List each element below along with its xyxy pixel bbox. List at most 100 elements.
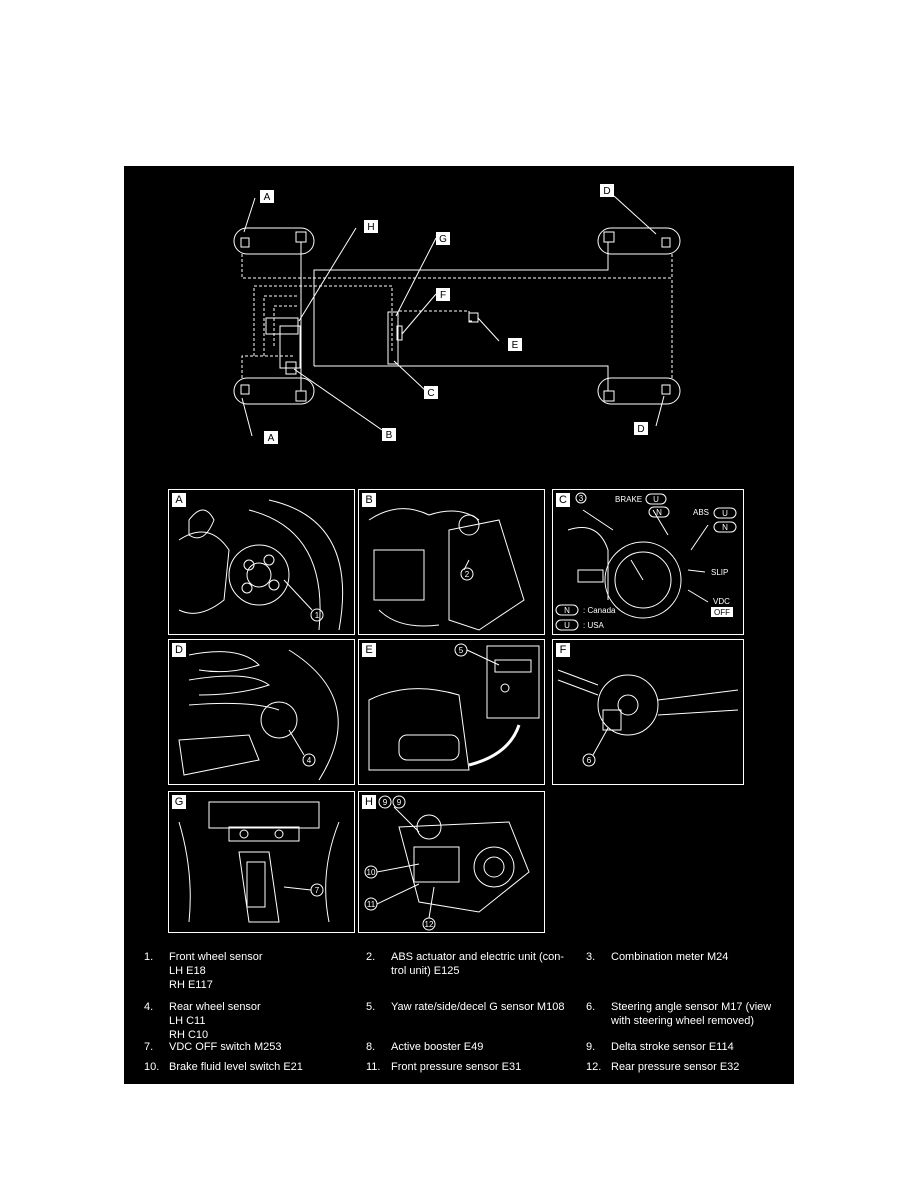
legend-number: 2. bbox=[366, 951, 376, 963]
callout-9b: 9 bbox=[397, 798, 402, 807]
callout-6: 6 bbox=[587, 756, 592, 765]
callout-9a: 9 bbox=[383, 798, 388, 807]
vehicle-layout-diagram: A A B C D D E F G H bbox=[233, 184, 681, 444]
meter-vdc-label: VDC bbox=[713, 597, 730, 606]
meter-abs-label: ABS bbox=[693, 508, 709, 517]
photo-g-illustration: 7 bbox=[178, 801, 340, 923]
location-label-d: D bbox=[637, 424, 644, 435]
legend-number: 1. bbox=[144, 951, 154, 963]
photo-tag-e: E bbox=[362, 643, 376, 657]
legend-text: Front pressure sensor E31 bbox=[391, 1061, 522, 1073]
legend-n-badge: N bbox=[564, 606, 570, 615]
location-label-b: B bbox=[386, 430, 393, 441]
photo-tag-f: F bbox=[556, 643, 570, 657]
callout-4: 4 bbox=[307, 756, 312, 765]
legend-number: 9. bbox=[586, 1041, 596, 1053]
photo-c-illustration: 3 BRAKE U N ABS U N SLIP VDC OFF N : Can… bbox=[555, 492, 737, 631]
legend-text: Combination meter M24 bbox=[611, 951, 729, 963]
location-label-e: E bbox=[512, 340, 519, 351]
legend-number: 10. bbox=[144, 1061, 160, 1073]
photo-d-rear-wheel-sensor: 4 D bbox=[168, 639, 355, 785]
photo-b-illustration: 2 bbox=[368, 508, 525, 631]
callout-3: 3 bbox=[579, 494, 584, 503]
photo-e-yaw-rate-sensor: 5 E bbox=[358, 639, 545, 785]
legend-text: Rear pressure sensor E32 bbox=[611, 1061, 740, 1073]
legend-text: Front wheel sensor LH E18 RH E117 bbox=[169, 951, 263, 991]
meter-abs-n-badge: N bbox=[722, 523, 728, 532]
legend-u-badge: U bbox=[564, 621, 570, 630]
callout-5: 5 bbox=[459, 646, 464, 655]
legend-number: 6. bbox=[586, 1001, 596, 1013]
location-label-box-c-3 bbox=[424, 386, 438, 399]
photo-h-active-booster: 9 9 10 11 12 H bbox=[358, 791, 545, 933]
legend-number: 3. bbox=[586, 951, 596, 963]
photo-d-illustration: 4 bbox=[178, 649, 339, 781]
location-label-box-a-1 bbox=[264, 431, 278, 444]
callout-7: 7 bbox=[315, 886, 320, 895]
photo-e-illustration: 5 bbox=[368, 643, 540, 771]
location-label-g: G bbox=[439, 234, 447, 245]
meter-slip-label: SLIP bbox=[711, 568, 728, 577]
location-label-a: A bbox=[264, 192, 271, 203]
location-label-c: C bbox=[427, 388, 434, 399]
location-label-box-d-5 bbox=[634, 422, 648, 435]
wheel-rear-right bbox=[597, 377, 681, 405]
component-location-panel: A A B C D D E F G H 1 A bbox=[124, 166, 794, 1084]
legend-text: Brake fluid level switch E21 bbox=[169, 1061, 303, 1073]
legend-number: 5. bbox=[366, 1001, 376, 1013]
legend-text: Rear wheel sensor LH C11 RH C10 bbox=[169, 1001, 261, 1041]
meter-brake-n-badge: N bbox=[656, 508, 662, 517]
location-label-a: A bbox=[268, 433, 275, 444]
legend-text: ABS actuator and electric unit (con- tro… bbox=[391, 951, 565, 977]
legend-text: Delta stroke sensor E114 bbox=[611, 1041, 734, 1053]
legend-text: Active booster E49 bbox=[391, 1041, 484, 1053]
legend-text: Yaw rate/side/decel G sensor M108 bbox=[391, 1001, 565, 1013]
callout-1: 1 bbox=[315, 611, 320, 620]
location-label-box-a-0 bbox=[260, 190, 274, 203]
legend-number: 4. bbox=[144, 1001, 154, 1013]
photo-tag-b: B bbox=[362, 493, 376, 507]
wheel-front-left bbox=[233, 227, 315, 255]
location-label-box-f-7 bbox=[436, 288, 450, 301]
location-label-box-e-6 bbox=[508, 338, 522, 351]
meter-brake-label: BRAKE bbox=[615, 495, 642, 504]
photo-g-vdc-off-switch: 7 G bbox=[168, 791, 355, 933]
wheel-rear-left bbox=[597, 227, 681, 255]
callout-11: 11 bbox=[367, 900, 376, 909]
photo-f-illustration: 6 bbox=[557, 669, 739, 767]
location-label-box-h-9 bbox=[364, 220, 378, 233]
legend-number: 8. bbox=[366, 1041, 376, 1053]
location-label-f: F bbox=[440, 290, 446, 301]
photo-f-steering-angle-sensor: 6 F bbox=[552, 639, 744, 785]
photo-tag-a: A bbox=[172, 493, 186, 507]
legend-number: 11. bbox=[366, 1061, 381, 1073]
location-label-box-b-2 bbox=[382, 428, 396, 441]
photo-tag-d: D bbox=[172, 643, 186, 657]
legend-canada-label: : Canada bbox=[583, 606, 616, 615]
callout-12: 12 bbox=[425, 920, 434, 929]
location-label-d: D bbox=[603, 186, 610, 197]
callout-10: 10 bbox=[367, 868, 376, 877]
photo-tag-h: H bbox=[362, 795, 376, 809]
photo-c-combination-meter: 3 BRAKE U N ABS U N SLIP VDC OFF N : Can… bbox=[552, 489, 744, 635]
meter-off-label: OFF bbox=[714, 608, 730, 617]
location-label-box-g-8 bbox=[436, 232, 450, 245]
legend-text: Steering angle sensor M17 (view with ste… bbox=[611, 1001, 772, 1027]
location-label-box-d-4 bbox=[600, 184, 614, 197]
legend-number: 7. bbox=[144, 1041, 154, 1053]
photo-tag-g: G bbox=[172, 795, 186, 809]
callout-2: 2 bbox=[465, 570, 470, 579]
legend-text: VDC OFF switch M253 bbox=[169, 1041, 282, 1053]
photo-h-illustration: 9 9 10 11 12 bbox=[364, 795, 530, 931]
photo-a-front-wheel-sensor: 1 A bbox=[168, 489, 355, 635]
photo-b-abs-actuator: 2 B bbox=[358, 489, 545, 635]
location-label-h: H bbox=[367, 222, 374, 233]
location-labels: A A B C D D E F G H bbox=[260, 184, 648, 444]
meter-abs-u-badge: U bbox=[722, 509, 728, 518]
photo-a-illustration: 1 bbox=[178, 499, 344, 631]
legend-usa-label: : USA bbox=[583, 621, 605, 630]
meter-brake-u-badge: U bbox=[653, 495, 659, 504]
legend-number: 12. bbox=[586, 1061, 602, 1073]
photo-tag-c: C bbox=[556, 493, 570, 507]
wheel-front-right bbox=[233, 377, 315, 405]
